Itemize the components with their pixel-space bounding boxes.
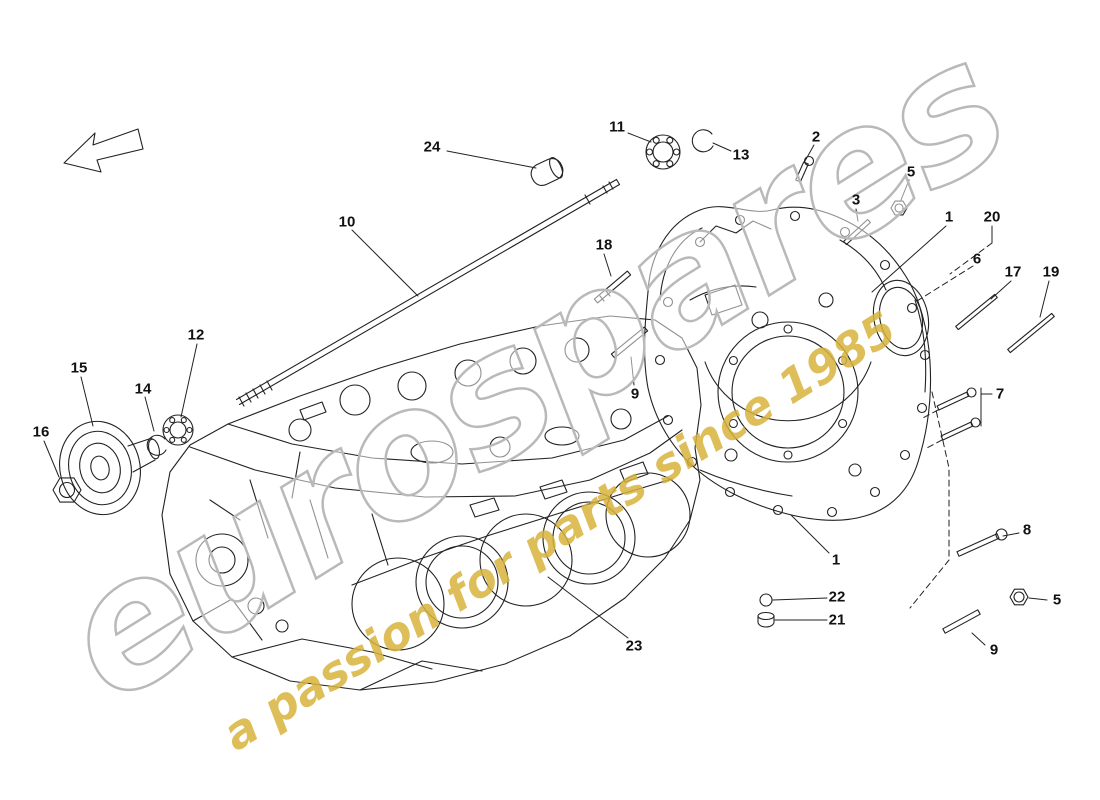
callout-21: 21: [828, 611, 846, 629]
callout-9-top: 9: [630, 385, 640, 403]
engine-block: [161, 315, 702, 691]
callout-9-bottom: 9: [989, 641, 999, 659]
bolt-7-upper: [936, 387, 977, 411]
o-ring-seal: [872, 279, 930, 357]
stud-9-top: [610, 326, 649, 359]
snap-ring-13: [691, 129, 714, 153]
callout-14: 14: [134, 380, 152, 398]
callout-18: 18: [595, 236, 613, 254]
callout-8: 8: [1022, 521, 1032, 539]
ball-22: [759, 593, 773, 607]
leader-lines: [43, 132, 1050, 646]
callout-2: 2: [811, 128, 821, 146]
bolt-8: [956, 528, 1008, 557]
stud-3: [843, 218, 871, 246]
callout-11: 11: [609, 118, 625, 136]
axle-drive-cover: [643, 206, 932, 521]
construction-lines: [909, 242, 993, 609]
end-cap: [530, 157, 564, 186]
callout-19: 19: [1042, 263, 1060, 281]
plug-21: [757, 611, 775, 628]
stud-19: [1007, 312, 1055, 354]
callout-20: 20: [983, 208, 1001, 226]
nut-5-top: [890, 200, 908, 216]
callout-23: 23: [625, 637, 643, 655]
ball-bearing-12: [162, 414, 194, 446]
callout-1-top: 1: [944, 208, 954, 226]
callout-22: 22: [828, 588, 846, 606]
watermark-brand: eurospares: [27, 4, 1039, 741]
callout-1-bottom: 1: [831, 551, 841, 569]
callout-12: 12: [187, 326, 205, 344]
callout-16: 16: [32, 423, 50, 441]
watermark: eurospares a passion for parts since 198…: [25, 3, 1040, 761]
callout-17: 17: [1004, 263, 1022, 281]
callout-24: 24: [423, 138, 441, 156]
callout-5-bottom: 5: [1052, 591, 1062, 609]
stud-17: [955, 293, 998, 331]
callout-15: 15: [70, 359, 88, 377]
callout-10: 10: [338, 213, 356, 231]
callout-5-top: 5: [906, 163, 916, 181]
nut-16: [52, 477, 82, 503]
callout-7: 7: [995, 385, 1005, 403]
axle-shaft: [235, 178, 621, 407]
stud-9-bottom: [942, 609, 981, 634]
bolt-7-lower: [940, 417, 981, 441]
callout-6: 6: [972, 250, 982, 268]
ball-bearing-11: [645, 134, 681, 170]
callout-3: 3: [851, 191, 861, 209]
orientation-arrow-icon: [63, 128, 144, 173]
snap-ring-14: [146, 434, 167, 456]
stud-18: [593, 270, 632, 304]
nut-5-bottom: [1009, 588, 1029, 606]
callout-13: 13: [732, 146, 750, 164]
